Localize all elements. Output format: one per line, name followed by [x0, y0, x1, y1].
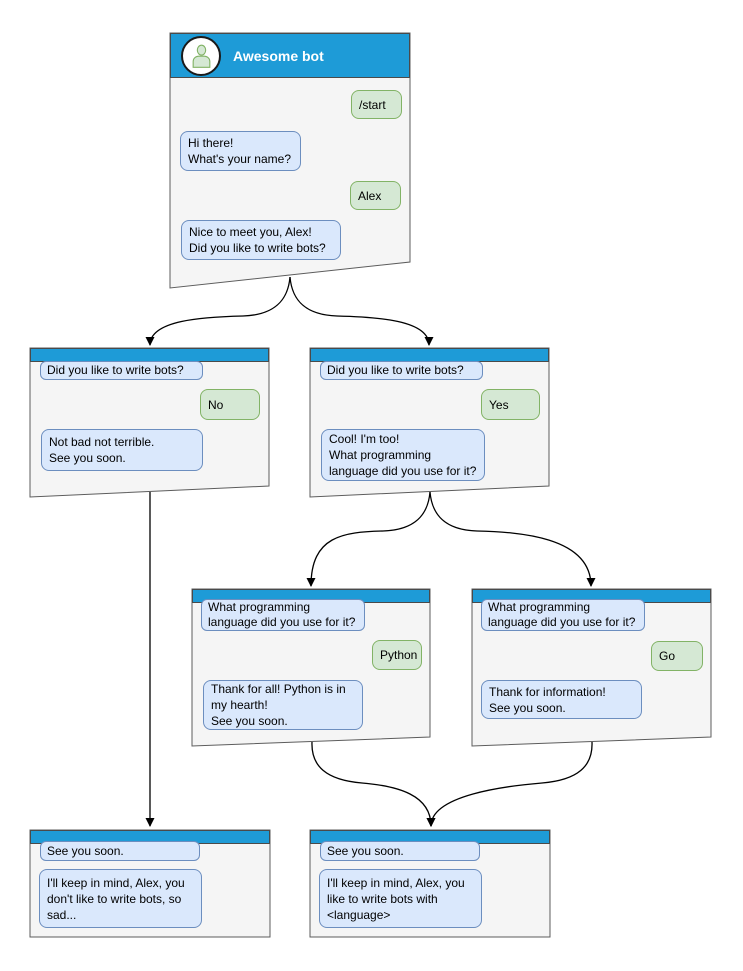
- avatar: [181, 36, 221, 76]
- connector-python-to-end: [311, 741, 436, 827]
- bot-message-bubble: Nice to meet you, Alex! Did you like to …: [181, 220, 341, 260]
- chat-window-branch-yes: Did you like to write bots? Yes Cool! I'…: [310, 348, 549, 498]
- quoted-message-bubble: See you soon.: [40, 841, 200, 861]
- chat-window-titlebar: [310, 348, 549, 362]
- user-message-bubble: Go: [651, 641, 703, 671]
- chat-window-start: Awesome bot /start Hi there! What's your…: [170, 33, 410, 289]
- bot-message-bubble: Thank for all! Python is in my hearth! S…: [203, 680, 363, 730]
- chat-window-end-language: See you soon. I'll keep in mind, Alex, y…: [310, 830, 550, 937]
- user-message-bubble: /start: [351, 90, 402, 119]
- bot-message-bubble: Cool! I'm too! What programming language…: [321, 429, 485, 481]
- chat-window-go: What programming language did you use fo…: [472, 589, 711, 747]
- user-message-bubble: Alex: [350, 181, 401, 210]
- bot-message-bubble: Not bad not terrible. See you soon.: [41, 429, 203, 471]
- user-message-bubble: No: [200, 389, 260, 420]
- chat-window-titlebar: [30, 348, 269, 362]
- quoted-message-bubble: What programming language did you use fo…: [201, 599, 365, 631]
- bot-message-bubble: Thank for information! See you soon.: [481, 680, 642, 719]
- connector-start-to-no: [145, 276, 291, 346]
- connector-yes-to-python: [306, 491, 431, 587]
- connector-go-to-end: [426, 741, 593, 827]
- quoted-message-bubble: Did you like to write bots?: [320, 361, 483, 380]
- quoted-message-bubble: Did you like to write bots?: [40, 361, 203, 380]
- person-icon: [192, 44, 210, 68]
- user-message-bubble: Python: [372, 640, 422, 670]
- connector-yes-to-go: [429, 491, 596, 587]
- chat-window-branch-no: Did you like to write bots? No Not bad n…: [30, 348, 269, 498]
- bot-message-bubble: I'll keep in mind, Alex, you don't like …: [39, 869, 202, 928]
- bot-message-bubble: I'll keep in mind, Alex, you like to wri…: [319, 869, 482, 928]
- chat-window-title: Awesome bot: [233, 47, 324, 64]
- bot-message-bubble: Hi there! What's your name?: [180, 131, 301, 171]
- chat-window-python: What programming language did you use fo…: [192, 589, 430, 747]
- user-message-bubble: Yes: [481, 389, 540, 420]
- connector-start-to-yes: [289, 276, 434, 346]
- quoted-message-bubble: What programming language did you use fo…: [481, 599, 645, 631]
- quoted-message-bubble: See you soon.: [320, 841, 480, 861]
- chat-window-end-no: See you soon. I'll keep in mind, Alex, y…: [30, 830, 270, 937]
